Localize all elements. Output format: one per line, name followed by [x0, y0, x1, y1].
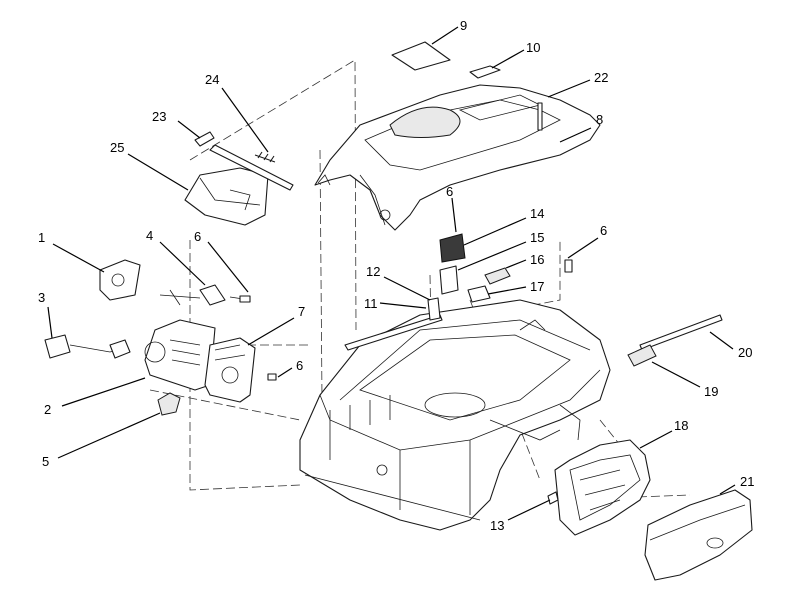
part-21-rear-cover: [644, 489, 753, 581]
main-housing: [299, 299, 611, 531]
part-3-plug: [44, 334, 131, 359]
callout-17: 17: [530, 279, 544, 294]
part-6-screw-mid: [267, 373, 277, 381]
part-10-plate: [469, 65, 501, 79]
callout-4: 4: [146, 228, 153, 243]
part-9-cover-pad: [391, 41, 451, 71]
callout-15: 15: [530, 230, 544, 245]
part-11-rod: [344, 314, 443, 351]
part-17-clip: [467, 285, 491, 303]
part-25-rod: [209, 144, 294, 191]
callout-13: 13: [490, 518, 504, 533]
part-6-screw-right: [564, 259, 573, 273]
callout-8: 8: [596, 112, 603, 127]
part-24-spring: [254, 151, 276, 163]
part-20-cable: [639, 314, 723, 351]
part-22-screw: [537, 102, 543, 131]
callout-labels: 1 2 3 4 5 6 6 6 6 7 8 9 10 11 12 13 14 1…: [38, 18, 754, 533]
callout-24: 24: [205, 72, 219, 87]
callout-6b: 6: [446, 184, 453, 199]
callout-6c: 6: [600, 223, 607, 238]
callout-19: 19: [704, 384, 718, 399]
part-14-connector: [439, 233, 466, 263]
callout-9: 9: [460, 18, 467, 33]
callout-21: 21: [740, 474, 754, 489]
callout-10: 10: [526, 40, 540, 55]
callout-18: 18: [674, 418, 688, 433]
part-12-link: [427, 297, 441, 321]
part-13-screw: [547, 491, 559, 505]
callout-2: 2: [44, 402, 51, 417]
callout-12: 12: [366, 264, 380, 279]
part-6-screw-left: [239, 295, 251, 303]
callout-6a: 6: [194, 229, 201, 244]
part-4-switch-assembly: [159, 284, 251, 306]
leader-lines: [47, 26, 736, 521]
part-15-block: [439, 265, 459, 295]
callout-25: 25: [110, 140, 124, 155]
part-19-spring: [627, 344, 657, 367]
part-16-spring: [484, 267, 511, 285]
callout-7: 7: [298, 304, 305, 319]
callout-1: 1: [38, 230, 45, 245]
callout-23: 23: [152, 109, 166, 124]
callout-20: 20: [738, 345, 752, 360]
part-8-upper-cover: [314, 84, 601, 231]
callout-3: 3: [38, 290, 45, 305]
callout-16: 16: [530, 252, 544, 267]
part-23-pin: [194, 131, 215, 147]
callout-14: 14: [530, 206, 544, 221]
callout-11: 11: [364, 296, 378, 311]
part-1-bracket: [99, 259, 141, 301]
part-18-bag-frame: [554, 439, 651, 536]
callout-6d: 6: [296, 358, 303, 373]
part-5-knob: [157, 392, 181, 416]
callout-22: 22: [594, 70, 608, 85]
part-25-handle-cover: [184, 167, 269, 226]
part-2-control-housing: [144, 319, 216, 391]
part-7-panel: [204, 337, 256, 403]
callout-5: 5: [42, 454, 49, 469]
